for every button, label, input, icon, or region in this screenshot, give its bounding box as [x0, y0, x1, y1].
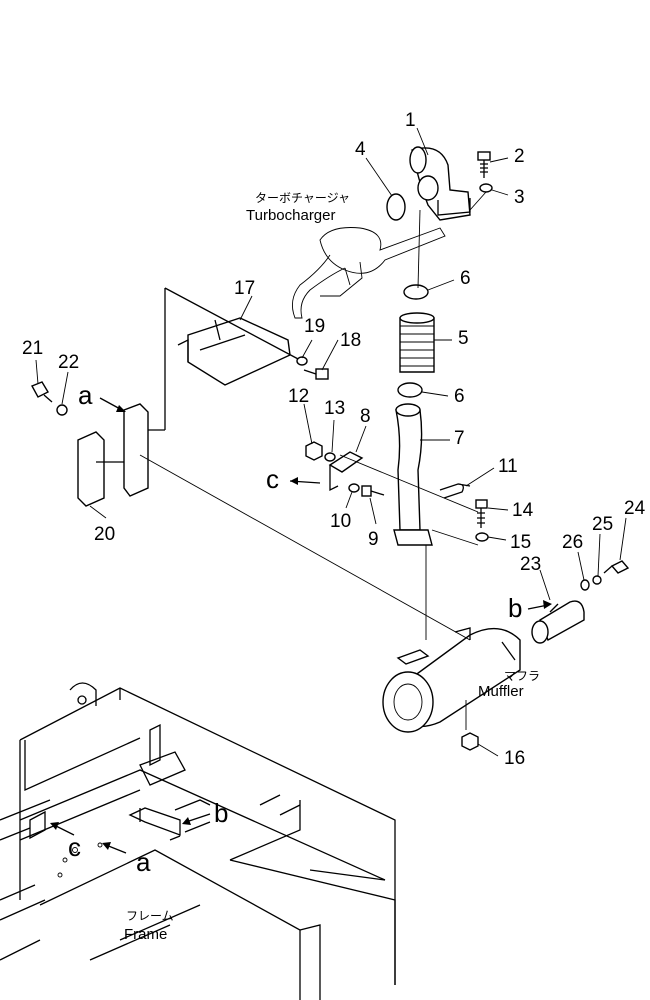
- washer-part-26: [580, 579, 590, 591]
- callout-8: 8: [360, 406, 371, 427]
- callout-13: 13: [324, 398, 345, 419]
- turbocharger-label: Turbocharger: [246, 207, 336, 224]
- bracket-part-20: [77, 403, 165, 507]
- ref-b-frame: b: [214, 798, 228, 828]
- turbocharger-outline: [291, 227, 446, 319]
- part-callouts: 1 2 3 4 6 5 6 7 8 11 14 15 16 17 18 19 1…: [22, 110, 646, 769]
- callout-17: 17: [234, 278, 255, 299]
- callout-19: 19: [304, 316, 325, 337]
- callout-24: 24: [624, 498, 646, 519]
- washer-part-19: [296, 356, 308, 366]
- ref-c-frame: c: [68, 832, 81, 862]
- bolt-part-9: [361, 485, 385, 497]
- washer-part-15: [475, 532, 489, 542]
- reference-arrows: [50, 397, 552, 854]
- callout-23: 23: [520, 554, 541, 575]
- nut-part-16: [461, 732, 479, 751]
- washer-part-10: [348, 483, 360, 493]
- leader-lines: [35, 127, 627, 757]
- elbow-pipe-part-1: [409, 146, 471, 221]
- callout-1: 1: [405, 110, 416, 131]
- callout-26: 26: [562, 532, 583, 553]
- heat-shield-part-17: [164, 287, 301, 430]
- washer-part-25: [592, 575, 602, 585]
- reference-lines: [139, 191, 487, 641]
- callout-10: 10: [330, 511, 351, 532]
- washer-part-22: [56, 404, 68, 416]
- frame-label: Frame: [124, 926, 167, 943]
- callout-6-upper: 6: [460, 268, 471, 289]
- callout-5: 5: [458, 328, 469, 349]
- bolt-part-14: [475, 499, 488, 528]
- clamp-part-6-lower: [397, 382, 423, 398]
- muffler-label: Muffler: [478, 683, 524, 700]
- callout-2: 2: [514, 146, 525, 167]
- callout-22: 22: [58, 352, 79, 373]
- callout-20: 20: [94, 524, 115, 545]
- callout-25: 25: [592, 514, 613, 535]
- clamp-part-6-upper: [403, 284, 429, 300]
- ref-b-top: b: [508, 593, 522, 623]
- frame-assembly: [0, 682, 396, 1000]
- callout-3: 3: [514, 187, 525, 208]
- u-bolt-part-11: [439, 483, 471, 499]
- turbocharger-label-jp: ターボチャージャ: [255, 191, 350, 205]
- callout-18: 18: [340, 330, 361, 351]
- washer-part-3: [479, 183, 493, 193]
- bellows-part-5: [399, 312, 435, 373]
- washer-part-13: [324, 452, 336, 462]
- gasket-part-4: [386, 193, 406, 221]
- callout-12: 12: [288, 386, 309, 407]
- ref-a-frame: a: [136, 847, 151, 877]
- callout-16: 16: [504, 748, 525, 769]
- ref-c-top: c: [266, 464, 279, 494]
- nut-part-12: [305, 441, 323, 461]
- tail-pipe-part-23: [531, 600, 585, 644]
- component-labels: ターボチャージャ Turbocharger マフラ Muffler フレーム F…: [124, 191, 540, 943]
- ref-a-top: a: [78, 380, 93, 410]
- callout-9: 9: [368, 529, 379, 550]
- callout-21: 21: [22, 338, 43, 359]
- bolt-part-21: [31, 381, 53, 403]
- reference-letters: a c b c a b: [68, 380, 522, 877]
- callout-14: 14: [512, 500, 534, 521]
- callout-11: 11: [498, 456, 518, 477]
- muffler-label-jp: マフラ: [504, 669, 540, 683]
- muffler: [382, 627, 521, 733]
- callout-6-lower: 6: [454, 386, 465, 407]
- callout-15: 15: [510, 532, 531, 553]
- frame-label-jp: フレーム: [126, 909, 174, 923]
- callout-7: 7: [454, 428, 465, 449]
- bolt-part-24: [603, 560, 630, 574]
- bolt-part-18: [303, 368, 329, 380]
- callout-4: 4: [355, 139, 366, 160]
- bolt-part-2: [477, 151, 491, 178]
- exhaust-pipe-part-7: [393, 403, 433, 640]
